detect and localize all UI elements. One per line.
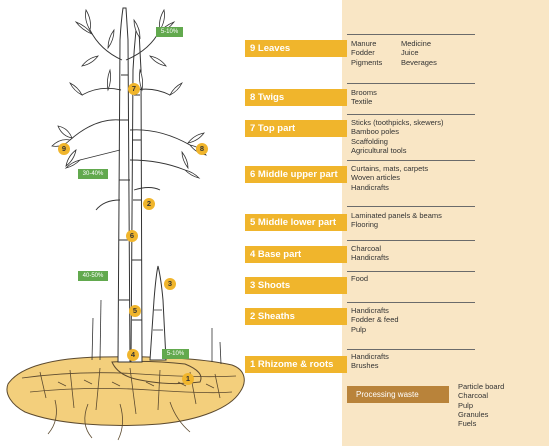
uses-top: Sticks (toothpicks, skewers) Bamboo pole… (351, 118, 444, 155)
use-item: Particle board (458, 382, 505, 391)
uses-middle-lower: Laminated panels & beams Flooring (351, 211, 442, 230)
use-item: Handicrafts (351, 306, 389, 315)
use-item: Brooms (351, 88, 377, 97)
divider-sheaths (347, 302, 475, 303)
uses-base: Charcoal Handicrafts (351, 244, 389, 263)
use-item: Charcoal (458, 391, 489, 401)
part-label-top: 7 Top part (245, 120, 347, 137)
use-item: Flooring (351, 220, 379, 230)
uses-processing-waste: Particle board Charcoal Pulp Granules Fu… (458, 382, 504, 428)
badge-2: 2 (143, 198, 155, 210)
part-label-shoots: 3 Shoots (245, 277, 347, 294)
uses-rhizome: Handicrafts Brushes (351, 352, 389, 371)
percent-tag-top: 5-10% (156, 27, 183, 37)
divider-shoots (347, 271, 475, 272)
percent-tag-upper: 30-40% (78, 169, 108, 179)
use-item: Laminated panels & beams (351, 211, 442, 220)
uses-leaves: Manure Fodder Pigments (351, 39, 382, 67)
use-item: Manure (351, 39, 377, 48)
part-label-rhizome: 1 Rhizome & roots (245, 356, 347, 373)
part-label-base: 4 Base part (245, 246, 347, 263)
use-item: Handicrafts (351, 182, 389, 192)
part-label-sheaths: 2 Sheaths (245, 308, 347, 325)
percent-tag-lower: 40-50% (78, 271, 108, 281)
use-item: Woven articles (351, 173, 401, 183)
badge-9: 9 (58, 143, 70, 155)
use-item: Sticks (toothpicks, skewers) (351, 118, 444, 127)
part-label-middle-lower: 5 Middle lower part (245, 214, 347, 231)
badge-7: 7 (128, 83, 140, 95)
use-item: Juice (401, 48, 419, 58)
divider-twigs (347, 83, 475, 84)
badge-1: 1 (182, 373, 194, 385)
uses-shoots: Food (351, 274, 368, 283)
divider-base (347, 240, 475, 241)
part-label-leaves: 9 Leaves (245, 40, 347, 57)
use-item: Textile (351, 97, 373, 107)
badge-6: 6 (126, 230, 138, 242)
uses-middle-upper: Curtains, mats, carpets Woven articles H… (351, 164, 428, 192)
rhizome (111, 360, 202, 385)
use-item: Agricultural tools (351, 145, 407, 155)
branches (69, 29, 191, 211)
badge-5: 5 (129, 305, 141, 317)
use-item: Pulp (351, 324, 367, 334)
processing-waste-label: Processing waste (347, 386, 449, 403)
divider-middle-upper (347, 160, 475, 161)
use-item: Medicine (401, 39, 432, 48)
use-item: Brushes (351, 361, 379, 371)
badge-8: 8 (196, 143, 208, 155)
uses-leaves-secondary: Medicine Juice Beverages (401, 39, 437, 67)
use-item: Food (351, 274, 369, 283)
use-item: Pigments (351, 57, 383, 67)
use-item: Handicrafts (351, 253, 389, 263)
use-item: Fuels (458, 419, 477, 429)
uses-panel (342, 0, 549, 446)
divider-top (347, 114, 475, 115)
use-item: Granules (458, 409, 489, 419)
use-item: Handicrafts (351, 352, 389, 361)
divider-middle-lower (347, 206, 475, 207)
badge-3: 3 (164, 278, 176, 290)
use-item: Bamboo poles (351, 127, 399, 137)
uses-twigs: Brooms Textile (351, 88, 377, 107)
use-item: Beverages (401, 57, 437, 67)
divider-rhizome (347, 349, 475, 350)
use-item: Fodder & feed (351, 315, 399, 325)
uses-sheaths: Handicrafts Fodder & feed Pulp (351, 306, 399, 334)
bamboo-shoot (149, 265, 167, 361)
use-item: Pulp (458, 400, 474, 410)
percent-tag-base: 5-10% (162, 349, 189, 359)
divider-leaves (347, 34, 475, 35)
roots (21, 367, 237, 441)
use-item: Scaffolding (351, 136, 388, 146)
use-item: Curtains, mats, carpets (351, 164, 429, 173)
part-label-middle-upper: 6 Middle upper part (245, 166, 347, 183)
use-item: Fodder (351, 48, 375, 58)
use-item: Charcoal (351, 244, 382, 253)
badge-4: 4 (127, 349, 139, 361)
part-label-twigs: 8 Twigs (245, 89, 347, 106)
